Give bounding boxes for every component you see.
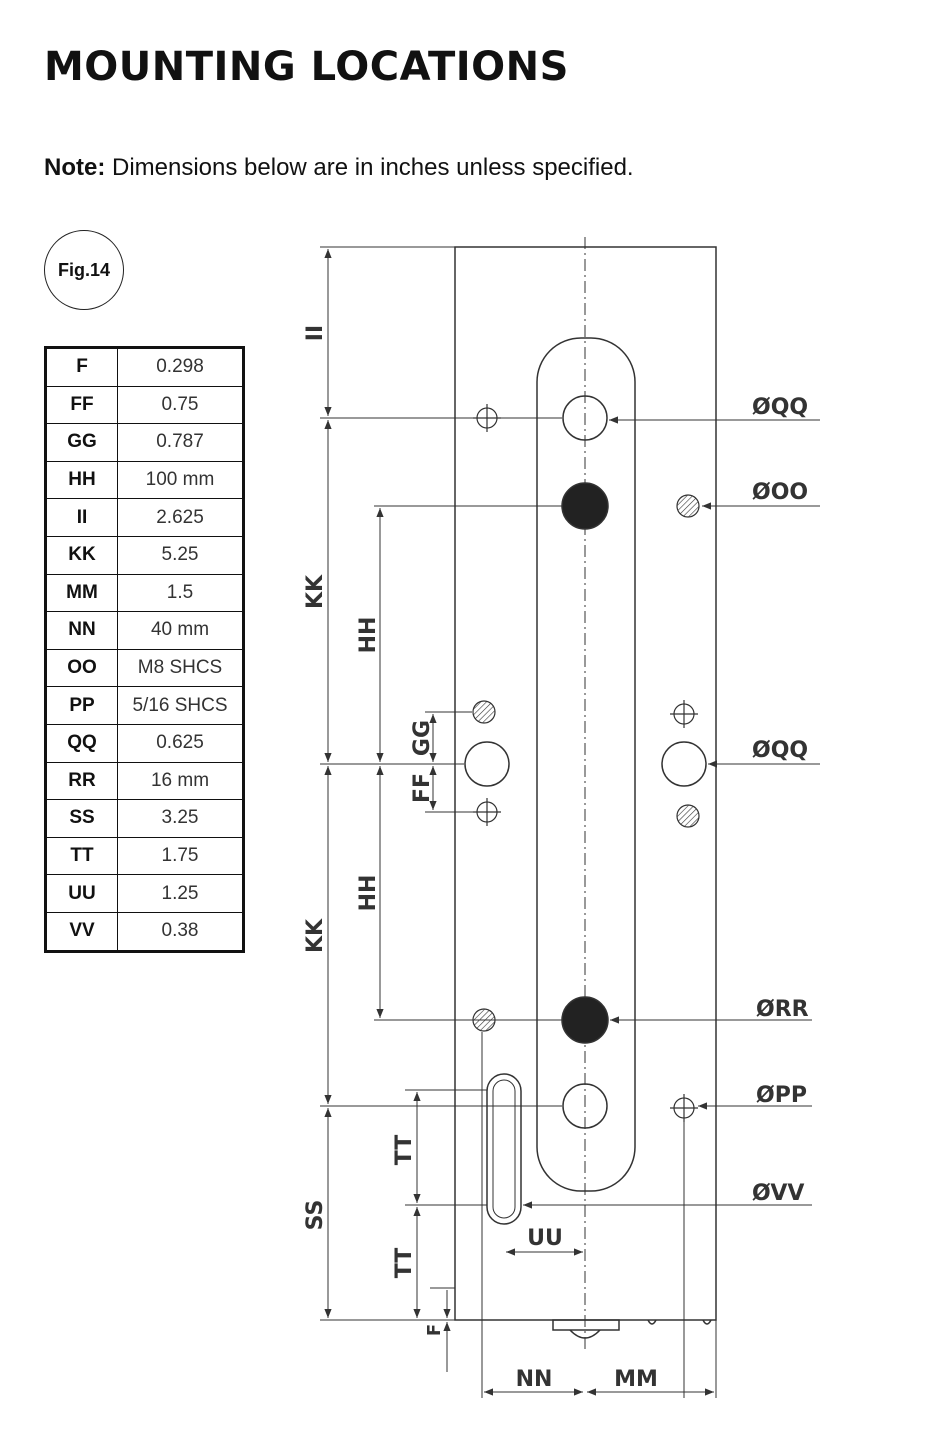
dimension-key: II (45, 498, 118, 537)
dimension-value: 0.298 (117, 347, 244, 387)
label-oo: ØOO (752, 480, 808, 505)
dimension-key: OO (45, 648, 118, 688)
vv-slot-inner (492, 1079, 516, 1219)
dimension-key: KK (45, 535, 118, 575)
center-slot (536, 337, 636, 1192)
qq-hole-bottom (562, 1083, 608, 1129)
qq-hole-top (562, 395, 608, 441)
label-tt-lower: TT (392, 1248, 417, 1279)
pp-hole-4 (670, 1094, 698, 1122)
label-uu: UU (527, 1226, 563, 1251)
label-qq-middle: ØQQ (752, 738, 808, 763)
plate-bottom-bumps (647, 1319, 712, 1325)
label-kk-lower: KK (303, 918, 328, 953)
oo-hole-1 (676, 494, 700, 518)
label-rr: ØRR (756, 997, 809, 1022)
label-tt-upper: TT (392, 1135, 417, 1166)
dimension-value: 1.75 (117, 836, 244, 876)
dimension-value: 100 mm (117, 460, 244, 500)
page-title: MOUNTING LOCATIONS (44, 44, 569, 90)
plate-bottom-block (552, 1319, 620, 1331)
dimension-value: 0.625 (117, 723, 244, 763)
pp-hole-2 (670, 700, 698, 728)
rr-hole-top (561, 482, 609, 530)
label-kk-upper: KK (303, 574, 328, 609)
label-ii: II (303, 325, 328, 341)
dimension-key: HH (45, 460, 118, 500)
label-pp: ØPP (756, 1083, 807, 1108)
dimension-value: 0.38 (117, 911, 244, 952)
qq-hole-left (464, 741, 510, 787)
dimension-key: UU (45, 874, 118, 913)
dimension-value: 1.5 (117, 573, 244, 613)
dimension-value: 16 mm (117, 761, 244, 801)
note: Note: Dimensions below are in inches unl… (44, 154, 634, 182)
note-label: Note: (44, 154, 106, 181)
dimension-value: 40 mm (117, 611, 244, 650)
dimension-key: TT (45, 836, 118, 876)
dimension-value: 5/16 SHCS (117, 686, 244, 725)
rr-hole-bottom (561, 996, 609, 1044)
dimension-key: SS (45, 799, 118, 838)
note-text: Dimensions below are in inches unless sp… (105, 154, 634, 181)
label-qq-upper: ØQQ (752, 395, 808, 420)
dimension-value: 5.25 (117, 535, 244, 575)
vv-slot (486, 1073, 522, 1225)
label-gg: GG (410, 720, 435, 756)
label-ff: FF (410, 773, 435, 803)
label-vv: ØVV (752, 1181, 804, 1206)
figure-badge: Fig.14 (44, 230, 124, 310)
dimension-key: GG (45, 423, 118, 462)
label-hh-upper: HH (356, 617, 381, 654)
dimension-value: 2.625 (117, 498, 244, 537)
dimension-key: VV (45, 911, 118, 952)
label-mm: MM (614, 1367, 658, 1392)
oo-hole-2 (472, 700, 496, 724)
label-hh-lower: HH (356, 875, 381, 912)
dimension-value: 0.75 (117, 385, 244, 425)
label-f: F (424, 1324, 445, 1336)
label-ss: SS (303, 1200, 328, 1231)
qq-hole-right (661, 741, 707, 787)
label-nn: NN (516, 1367, 553, 1392)
figure-label: Fig.14 (57, 259, 110, 280)
dimension-value: M8 SHCS (117, 648, 244, 688)
dimension-value: 0.787 (117, 423, 244, 462)
oo-hole-3 (676, 804, 700, 828)
pp-hole-3 (473, 798, 501, 826)
